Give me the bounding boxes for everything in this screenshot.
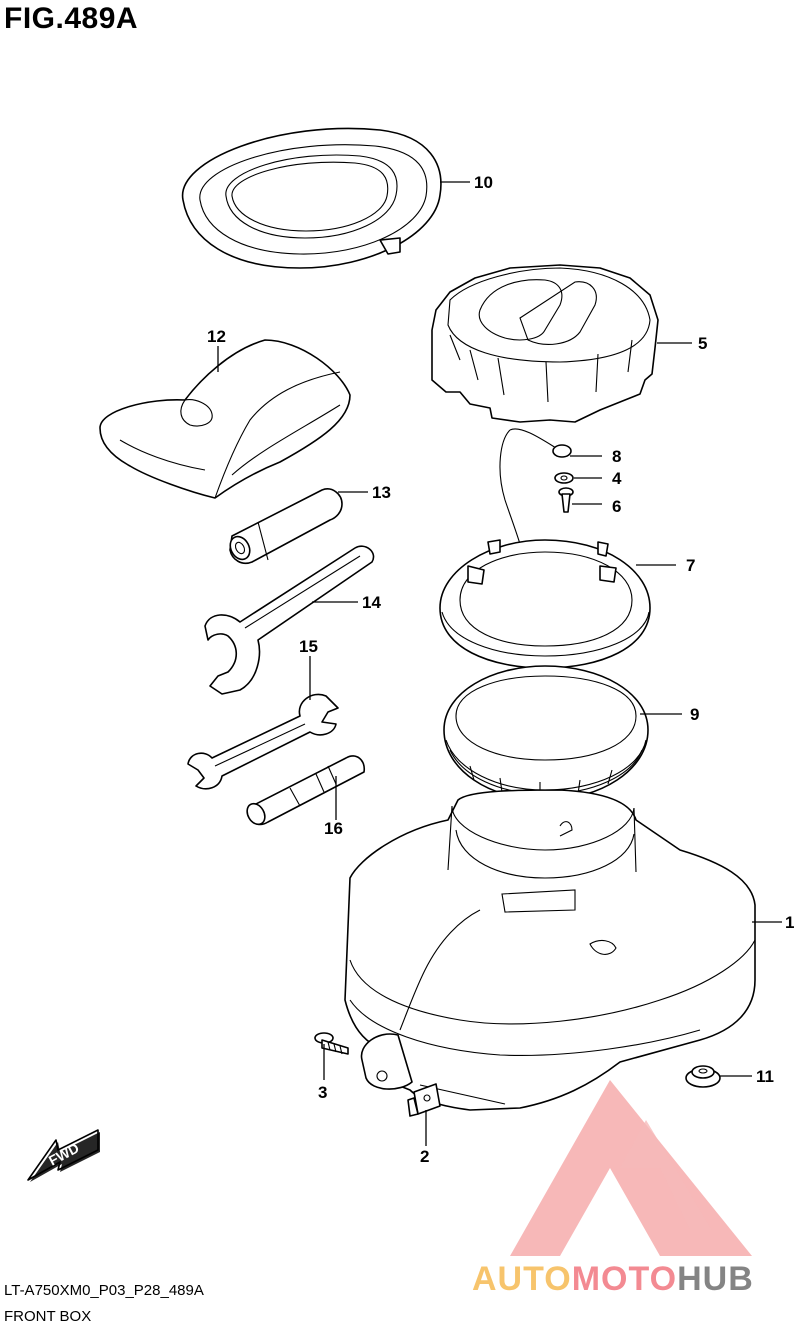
part-5-cap — [431, 264, 659, 423]
callout-8: 8 — [612, 447, 621, 466]
part-15-wrench — [187, 693, 339, 790]
callout-15: 15 — [299, 637, 318, 656]
figure-name: FRONT BOX — [4, 1308, 92, 1325]
part-10-gasket-ring — [181, 127, 442, 269]
callout-14: 14 — [362, 593, 381, 612]
figure-code: LT-A750XM0_P03_P28_489A — [4, 1282, 204, 1299]
callout-3: 3 — [318, 1083, 327, 1102]
fwd-direction-arrow: FWD — [27, 1129, 100, 1182]
part-16-box-spanner — [246, 755, 366, 826]
part-2-clip-nut — [407, 1083, 441, 1117]
part-11-grommet — [685, 1065, 721, 1088]
part-9-neck-ring — [443, 665, 649, 801]
part-3-bolt — [314, 1032, 349, 1055]
callout-9: 9 — [690, 705, 699, 724]
watermark-text: AUTOMOTOHUB — [472, 1260, 754, 1298]
watermark-moto: MOTO — [572, 1260, 677, 1298]
callout-6: 6 — [612, 497, 621, 516]
watermark-logo: AUTOMOTOHUB — [472, 1080, 754, 1298]
callout-13: 13 — [372, 483, 391, 502]
watermark-hub: HUB — [677, 1260, 754, 1298]
callout-4: 4 — [612, 469, 622, 488]
part-4-washer — [554, 472, 574, 484]
callout-11: 11 — [756, 1067, 774, 1086]
part-12-tool-bag — [99, 339, 351, 499]
callout-2: 2 — [420, 1147, 429, 1166]
part-14-spanner — [204, 545, 375, 695]
callout-1: 1 — [785, 913, 794, 932]
part-13-tube — [229, 488, 343, 565]
figure-title: FIG.489A — [4, 2, 139, 35]
part-1-front-box — [344, 789, 756, 1111]
callout-7: 7 — [686, 556, 695, 575]
callout-16: 16 — [324, 819, 343, 838]
leader-lines — [217, 181, 782, 1146]
callout-12: 12 — [207, 327, 226, 346]
part-7-lock-ring — [439, 539, 651, 669]
watermark-auto: AUTO — [472, 1260, 572, 1298]
part-6-screw — [558, 487, 574, 513]
callout-labels: 1 2 3 4 5 6 7 8 9 10 11 12 13 14 15 16 — [207, 173, 794, 1166]
callout-5: 5 — [698, 334, 707, 353]
callout-10: 10 — [474, 173, 493, 192]
